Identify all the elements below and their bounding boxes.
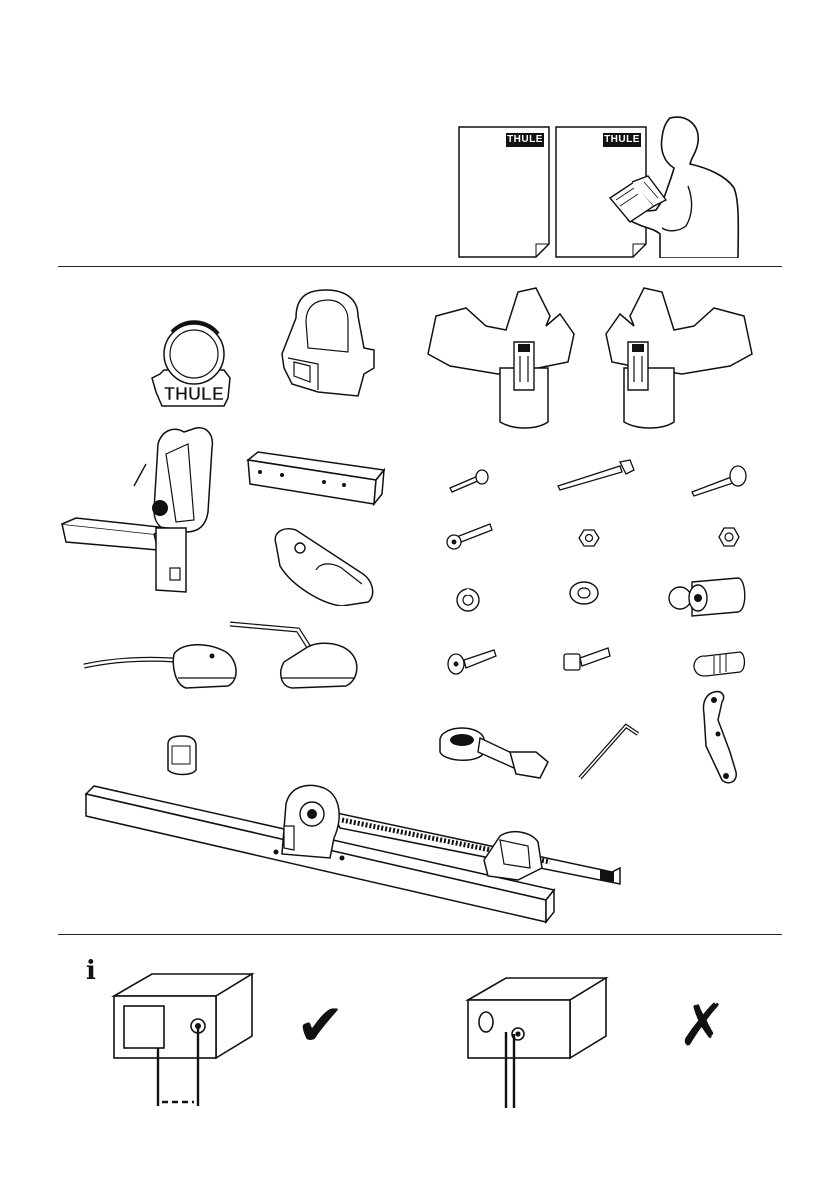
thule-lock-cover: THULE xyxy=(148,320,240,412)
hitch-cover xyxy=(278,288,378,400)
bolt-carriage xyxy=(690,462,750,498)
hex-key xyxy=(576,720,642,782)
nut-2 xyxy=(718,526,740,548)
hitch-receiver-correct xyxy=(108,966,258,1112)
washer-split xyxy=(454,586,482,614)
section-divider-top xyxy=(58,266,782,267)
hitch-receiver-incorrect xyxy=(462,972,612,1112)
bolt-long xyxy=(556,458,636,492)
wheel-cradle-left xyxy=(426,286,576,432)
lock-core xyxy=(692,648,746,678)
section-divider-bottom xyxy=(58,934,782,935)
bolt-socket xyxy=(444,522,494,550)
main-bar-with-ratchet xyxy=(80,776,640,926)
small-cap xyxy=(164,734,200,778)
key-2 xyxy=(562,644,612,674)
frame-arm-left xyxy=(82,640,242,690)
washer-flat xyxy=(568,580,600,606)
person-reading-manual-icon xyxy=(608,116,742,258)
svg-text:THULE: THULE xyxy=(164,384,224,404)
info-icon: i xyxy=(86,958,96,984)
lock-cylinder xyxy=(666,574,748,618)
square-tube xyxy=(246,450,386,506)
wheel-cradle-right xyxy=(604,286,754,432)
tilt-hinge-assembly xyxy=(58,424,228,596)
bolt-short xyxy=(448,468,492,494)
nut-1 xyxy=(578,528,600,548)
thule-brand-label: THULE xyxy=(506,133,544,147)
frame-arm-right xyxy=(226,618,362,692)
lock-bracket xyxy=(696,690,740,786)
cross-icon: ✗ xyxy=(678,996,727,1054)
check-icon: ✔ xyxy=(296,996,345,1054)
end-cap xyxy=(272,526,376,606)
manual-booklet-1: THULE xyxy=(458,126,550,258)
strap xyxy=(436,718,552,784)
key-1 xyxy=(446,644,498,676)
